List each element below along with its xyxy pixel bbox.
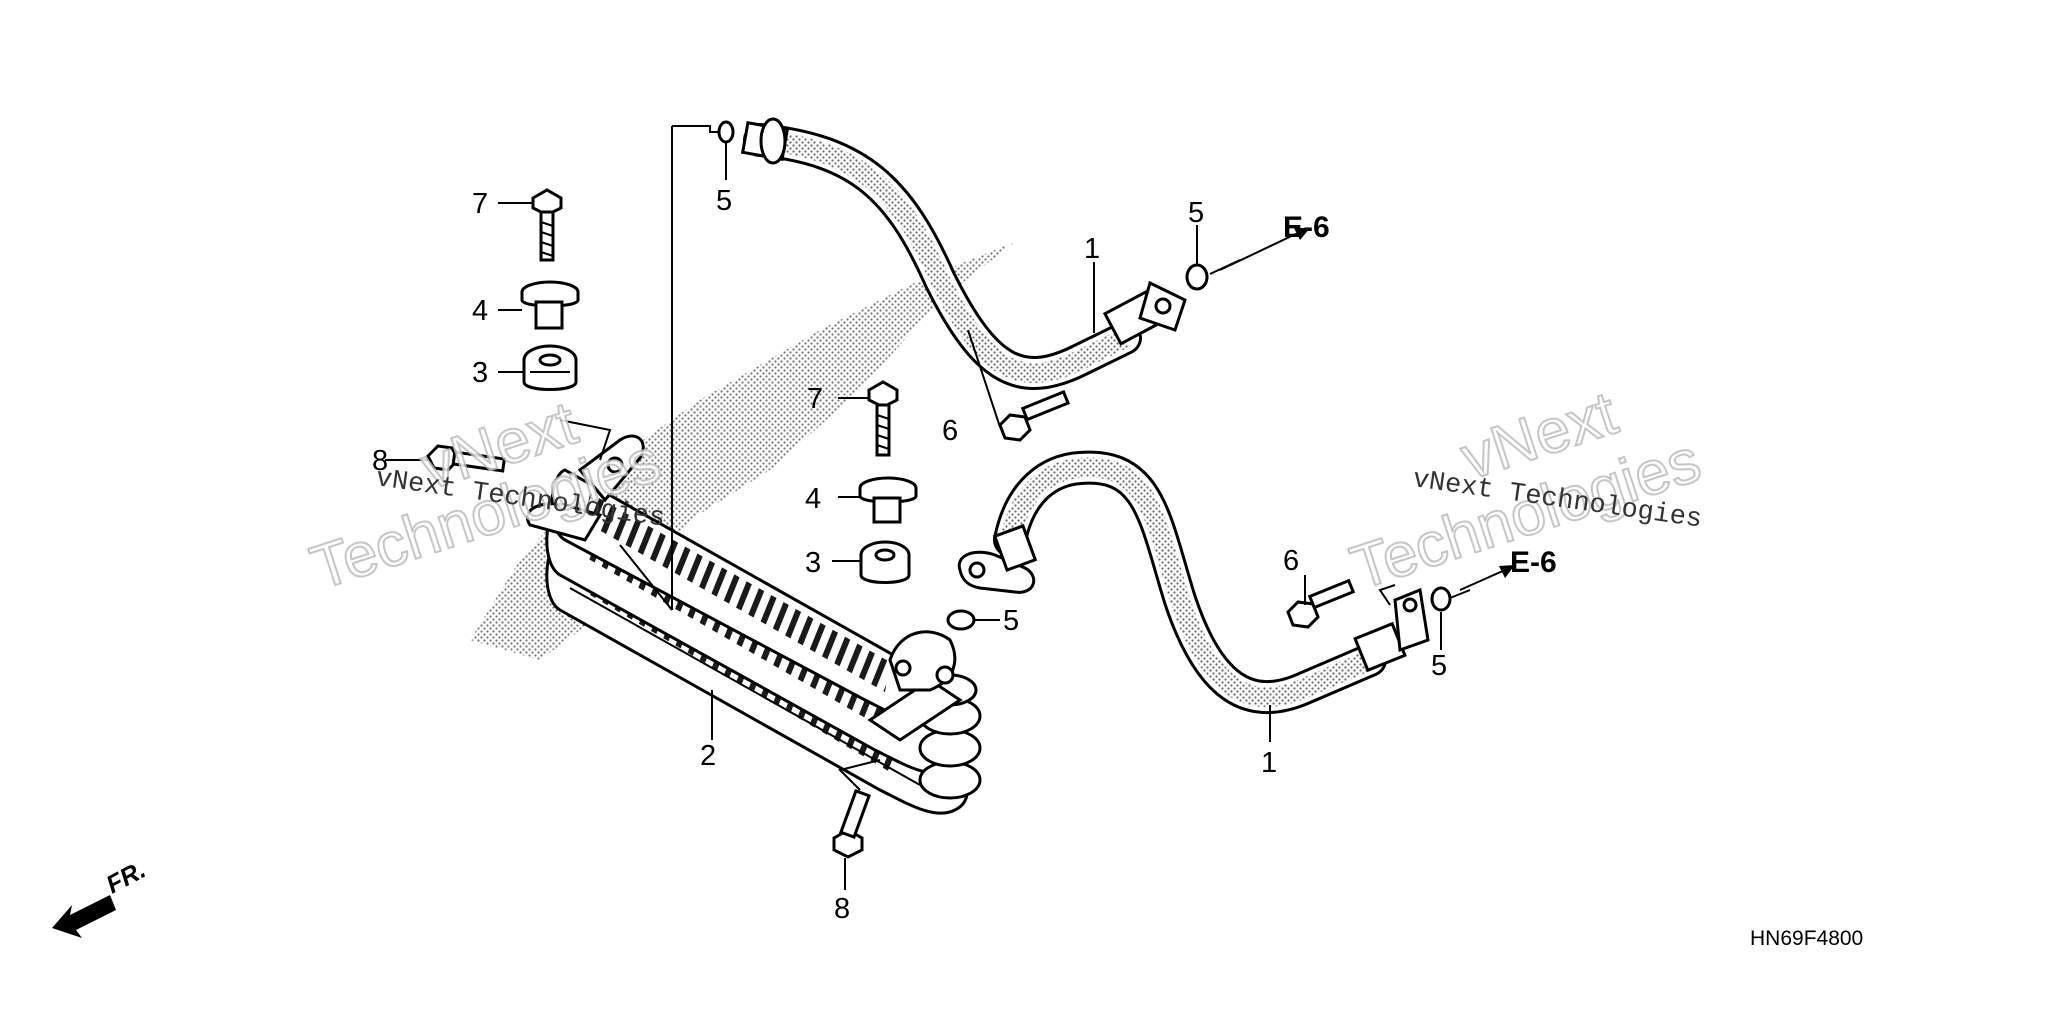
callout-1-lower: 1 <box>1261 747 1277 779</box>
callout-5-lower-right: 5 <box>1431 650 1447 682</box>
callout-8-left: 8 <box>372 445 388 477</box>
callout-4-left: 4 <box>472 295 488 327</box>
front-direction-arrow <box>52 895 116 938</box>
collar-4-center <box>858 476 918 524</box>
callout-2: 2 <box>700 740 716 772</box>
callout-7-left: 7 <box>472 188 488 220</box>
bolt-6-upper <box>998 390 1070 442</box>
arrow-to-e6-lower <box>1459 565 1515 591</box>
oil-cooler <box>526 434 982 815</box>
grommet-3-left <box>522 344 578 391</box>
arrow-to-e6-upper <box>1219 228 1310 271</box>
callout-6-upper: 6 <box>942 415 958 447</box>
callout-1-upper: 1 <box>1084 233 1100 265</box>
callout-5-top: 5 <box>716 185 732 217</box>
o-ring-5-upper-right <box>1185 263 1209 291</box>
leader-lines <box>385 125 1471 890</box>
front-direction-label: FR. <box>102 856 151 900</box>
grommet-3-center <box>859 540 911 584</box>
diagram-code: HN69F4800 <box>1750 927 1863 950</box>
bolt-6-lower <box>1286 578 1356 629</box>
callout-7-center: 7 <box>807 383 823 415</box>
cross-ref-e6-lower: E-6 <box>1510 546 1557 579</box>
callout-5-upper-right: 5 <box>1188 197 1204 229</box>
bolt-7-left <box>531 188 563 262</box>
callout-3-center: 3 <box>805 547 821 579</box>
cross-ref-e6-upper: E-6 <box>1283 211 1330 244</box>
o-ring-5-mid <box>946 609 976 631</box>
bolt-8-bottom <box>832 789 872 859</box>
o-ring-5-top <box>717 120 735 144</box>
bolt-8-left <box>426 444 507 473</box>
collar-4-left <box>520 280 580 330</box>
callout-5-mid: 5 <box>1003 605 1019 637</box>
lower-oil-hose <box>957 450 1430 715</box>
callout-8-bottom: 8 <box>834 893 850 925</box>
o-ring-5-lower-right <box>1430 586 1452 612</box>
callout-4-center: 4 <box>805 483 821 515</box>
upper-oil-hose <box>740 117 1187 390</box>
callout-3-left: 3 <box>472 357 488 389</box>
callout-6-lower: 6 <box>1283 545 1299 577</box>
bolt-7-center <box>867 380 899 457</box>
